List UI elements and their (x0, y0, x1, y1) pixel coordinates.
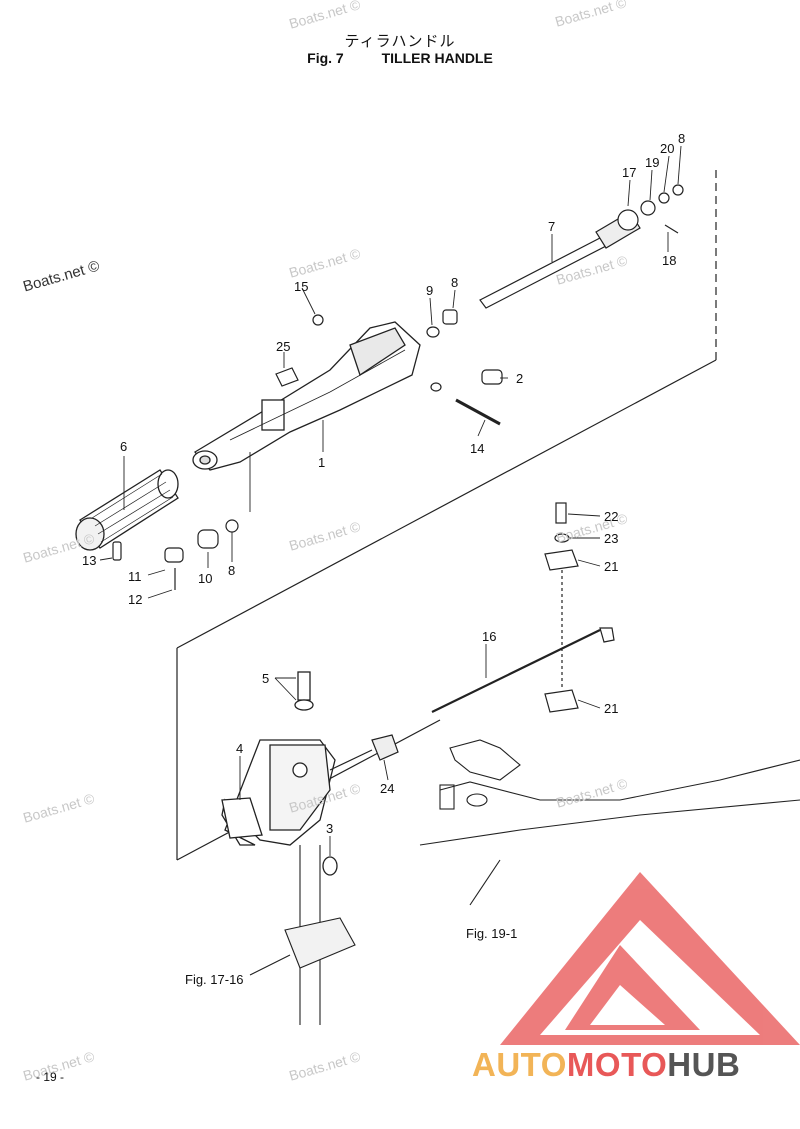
callout-20: 20 (660, 141, 675, 156)
logo-triangle-mark (500, 872, 800, 1045)
figure-number: Fig. 7 (307, 50, 344, 66)
figure-name: TILLER HANDLE (381, 50, 493, 66)
page-number: - 19 - (36, 1070, 65, 1084)
callout-15: 15 (294, 279, 309, 294)
callout-1: 1 (318, 455, 326, 470)
swivel-shaft (249, 845, 356, 1025)
callout-17: 17 (622, 165, 637, 180)
steering-bracket (221, 671, 338, 876)
callout-21: 21 (604, 701, 619, 716)
throttle-shaft (479, 184, 684, 309)
throttle-grip (75, 469, 179, 551)
figure-title: Fig. 7 TILLER HANDLE (0, 50, 800, 66)
callout-14: 14 (470, 441, 485, 456)
callout-24: 24 (380, 781, 395, 796)
callout-7: 7 (548, 219, 556, 234)
upper-hardware (112, 309, 503, 590)
leader-lines-lower (239, 513, 601, 856)
callout-11: 11 (128, 569, 142, 584)
logo-part-hub: HUB (667, 1046, 741, 1083)
callout-9: 9 (426, 283, 434, 298)
title-japanese: ティラハンドル (344, 32, 456, 50)
logo-part-moto: MOTO (566, 1046, 668, 1083)
callout-19: 19 (645, 155, 660, 170)
callout-10: 10 (198, 571, 213, 586)
callout-8: 8 (678, 131, 686, 146)
link-rod (329, 627, 615, 771)
fig-17-16-reference: Fig. 17-16 (185, 972, 244, 987)
callout-8: 8 (228, 563, 236, 578)
callout-21: 21 (604, 559, 619, 574)
fig-19-1-reference: Fig. 19-1 (466, 926, 518, 941)
callout-23: 23 (604, 531, 619, 546)
transom-outline (419, 739, 800, 906)
callout-22: 22 (604, 509, 619, 524)
leader-lines-upper (99, 145, 682, 599)
logo-part-auto: AUTO (472, 1046, 567, 1083)
automotohub-logo: AUTOMOTOHUB (472, 1046, 740, 1084)
frame-upper-boundary (176, 359, 717, 649)
lower-hardware (544, 502, 579, 713)
tiller-handle-body (192, 321, 421, 471)
callout-3: 3 (326, 821, 334, 836)
callout-8: 8 (451, 275, 459, 290)
callout-13: 13 (82, 553, 97, 568)
callout-25: 25 (276, 339, 291, 354)
callout-16: 16 (482, 629, 497, 644)
callout-18: 18 (662, 253, 677, 268)
callout-6: 6 (120, 439, 128, 454)
callout-4: 4 (236, 741, 244, 756)
callout-2: 2 (516, 371, 524, 386)
callout-12: 12 (128, 592, 143, 607)
callout-5: 5 (262, 671, 270, 686)
